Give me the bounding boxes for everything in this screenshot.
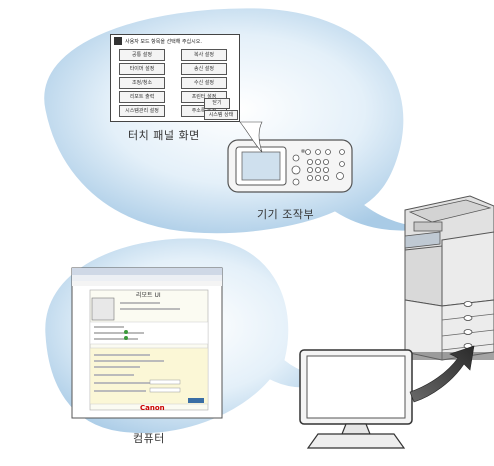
label-computer: 컴퓨터 bbox=[133, 432, 165, 445]
callout-tail bbox=[239, 121, 263, 153]
browser-page-title: 리모트 UI bbox=[136, 292, 161, 299]
panel-button-adjust[interactable]: 조정/청소 bbox=[119, 77, 165, 89]
label-touch-panel: 터치 패널 화면 bbox=[128, 129, 200, 142]
monitor-icon bbox=[299, 349, 413, 449]
browser-brand-logo: Canon bbox=[140, 404, 165, 412]
panel-button-copy[interactable]: 복사 설정 bbox=[181, 49, 227, 61]
panel-button-common[interactable]: 공통 설정 bbox=[119, 49, 165, 61]
panel-close-button[interactable]: 닫기 bbox=[204, 98, 230, 109]
arrow-icon bbox=[409, 345, 475, 403]
browser-window bbox=[71, 267, 223, 419]
panel-button-send[interactable]: 송신 설정 bbox=[181, 63, 227, 75]
panel-button-timer[interactable]: 타이머 설정 bbox=[119, 63, 165, 75]
printer-icon bbox=[404, 195, 494, 361]
panel-button-report[interactable]: 리포트 출력 bbox=[119, 91, 165, 103]
panel-button-receive[interactable]: 수신 설정 bbox=[181, 77, 227, 89]
panel-header-icon bbox=[114, 37, 122, 45]
label-control-panel: 기기 조작부 bbox=[257, 208, 315, 221]
panel-button-system[interactable]: 시스템관리 설정 bbox=[119, 105, 165, 117]
control-panel-device bbox=[227, 139, 353, 193]
panel-status-button[interactable]: 시스템 상태 bbox=[204, 110, 238, 120]
panel-title: 사용자 모드 항목을 선택해 주십시오. bbox=[125, 39, 202, 45]
